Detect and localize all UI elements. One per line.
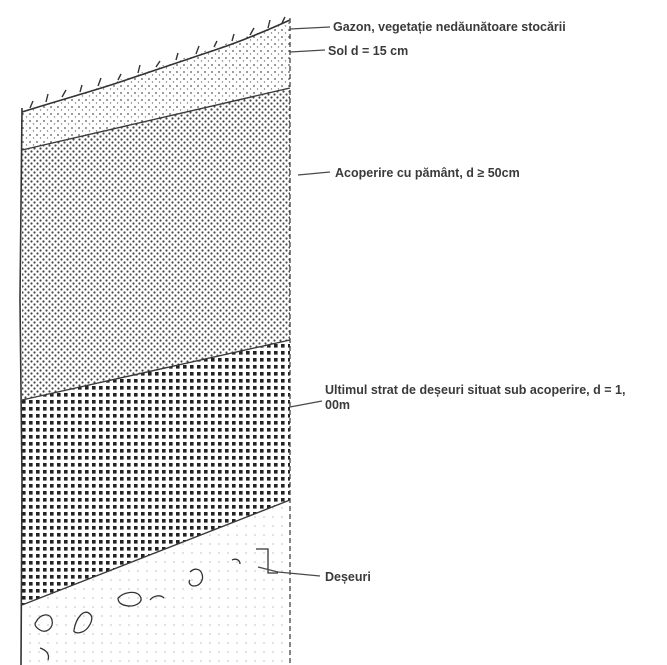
label-ultimul-strat-line: Ultimul strat de deșeuri situat sub acop… [325,383,625,397]
layer-acoperire [22,88,290,400]
layer-ultimul-strat-deseuri [22,340,290,605]
boundary-acoperire-ultimul-strat [21,339,291,401]
layer-sol [22,22,290,150]
label-sol: Sol d = 15 cm [328,44,408,58]
boundary-sol-acoperire [21,87,291,151]
boundary-ultimul-strat-deseuri [21,499,291,606]
label-ultimul-strat: Ultimul strat de deșeuri situat sub acop… [325,383,629,412]
label-acoperire: Acoperire cu pământ, d ≥ 50cm [335,166,520,180]
waste-debris-icons [34,548,278,661]
grass-surface [21,16,291,113]
label-gazon: Gazon, vegetație nedăunătoare stocării [333,20,566,34]
label-deseuri: Deșeuri [325,570,371,584]
label-ultimul-strat-line-2: 00m [325,398,350,412]
layer-deseuri [22,500,290,665]
left-edge [19,107,23,665]
leader-lines [257,26,331,577]
